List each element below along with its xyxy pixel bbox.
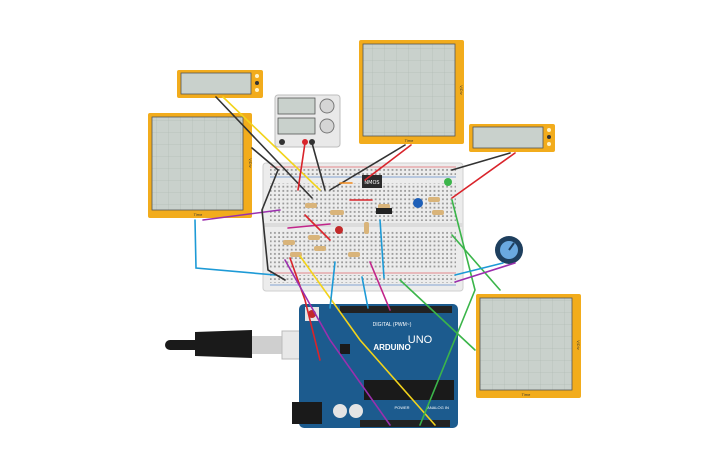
osc-left-time-label: Time	[193, 213, 203, 217]
oscilloscope-large-bottom-right[interactable]: Time V/Div	[476, 294, 581, 398]
transistor[interactable]	[376, 208, 392, 214]
arduino-brand-label: ARDUINO	[373, 343, 410, 352]
green-led[interactable]	[444, 178, 452, 186]
arduino-uno-board[interactable]: DIGITAL (PWM~) ARDUINO UNO POWER ANALOG …	[292, 304, 458, 428]
osc-br-volt-label: V/Div	[576, 340, 580, 349]
nmos-ic[interactable]: NMOS	[362, 175, 382, 188]
osc-br-time-label: Time	[521, 393, 531, 397]
osc-top-time-label: Time	[404, 139, 414, 143]
power-supply[interactable]	[274, 94, 341, 148]
wires[interactable]	[194, 96, 516, 426]
capacitor[interactable]	[413, 198, 423, 208]
resistors[interactable]	[283, 197, 444, 257]
power-pins-label: POWER	[394, 405, 409, 410]
red-led[interactable]	[335, 226, 343, 234]
nmos-label: NMOS	[364, 180, 379, 186]
power-jack[interactable]	[292, 402, 322, 424]
potentiometer[interactable]	[495, 236, 523, 264]
osc-top-volt-label: V/Div	[459, 85, 463, 94]
oscilloscope-small-right[interactable]	[469, 124, 555, 152]
oscilloscope-small-top-left[interactable]	[177, 70, 263, 98]
analog-pins-label: ANALOG IN	[427, 405, 449, 410]
osc-left-volt-label: V/Div	[248, 158, 252, 167]
digital-pins-label: DIGITAL (PWM~)	[373, 322, 412, 328]
oscilloscope-large-top[interactable]: Time V/Div	[359, 40, 464, 144]
usb-cable[interactable]	[165, 330, 323, 360]
oscilloscope-large-left[interactable]: Time V/Div	[148, 113, 252, 218]
arduino-model-label: UNO	[408, 334, 433, 346]
